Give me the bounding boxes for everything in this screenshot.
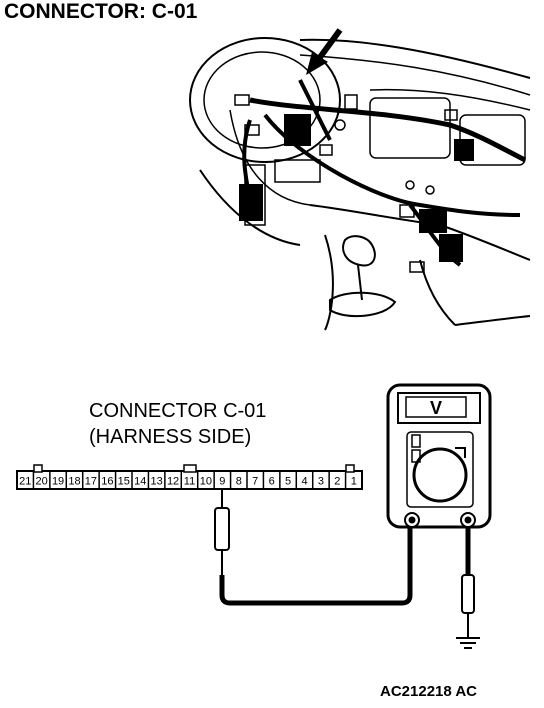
connector-pin-16: 16 — [101, 476, 113, 488]
connector-pin-18: 18 — [68, 476, 80, 488]
connector-pin-13: 13 — [151, 476, 163, 488]
connector-pin-21: 21 — [19, 476, 31, 488]
connector-pin-8: 8 — [236, 476, 242, 488]
figure-id: AC212218 AC — [380, 683, 477, 700]
meter-display — [405, 396, 467, 418]
steering-wheel-outer — [189, 37, 341, 163]
connector-pin-2: 2 — [334, 476, 340, 488]
dashboard-illustration — [189, 37, 531, 331]
test-probe — [214, 490, 230, 575]
ground-probe — [461, 527, 475, 632]
connector-pin-5: 5 — [285, 476, 291, 488]
ground-icon — [456, 632, 480, 649]
connector-pin-15: 15 — [118, 476, 130, 488]
page-title: CONNECTOR: C-01 — [4, 0, 198, 23]
connector-pin-14: 14 — [134, 476, 146, 488]
connector-pin-19: 19 — [52, 476, 64, 488]
connector-pin-17: 17 — [85, 476, 97, 488]
connector-label-line1: CONNECTOR C-01 — [89, 400, 267, 422]
connector-lock-tab — [183, 464, 197, 473]
steering-wheel-inner — [203, 51, 321, 149]
meter-dial — [412, 447, 468, 503]
connector-pin-20: 20 — [36, 476, 48, 488]
connector-pin-9: 9 — [219, 476, 225, 488]
connector-pin-11: 11 — [184, 476, 195, 488]
connector-pin-3: 3 — [318, 476, 324, 488]
connector-pin-4: 4 — [301, 476, 307, 488]
connector-label-line2: (HARNESS SIDE) — [89, 426, 252, 448]
connector-pin-10: 10 — [200, 476, 212, 488]
connector-pin-7: 7 — [252, 476, 258, 488]
connector-label: CONNECTOR C-01 (HARNESS SIDE) — [89, 398, 266, 450]
test-lead-wire — [219, 522, 413, 606]
connector-pin-12: 12 — [167, 476, 179, 488]
meter-symbol: V — [430, 398, 442, 418]
location-arrow-icon — [306, 28, 343, 75]
connector-pin-1: 1 — [351, 476, 357, 488]
meter-display-frame — [397, 392, 481, 424]
connector-pin-6: 6 — [269, 476, 275, 488]
multimeter — [386, 383, 492, 529]
